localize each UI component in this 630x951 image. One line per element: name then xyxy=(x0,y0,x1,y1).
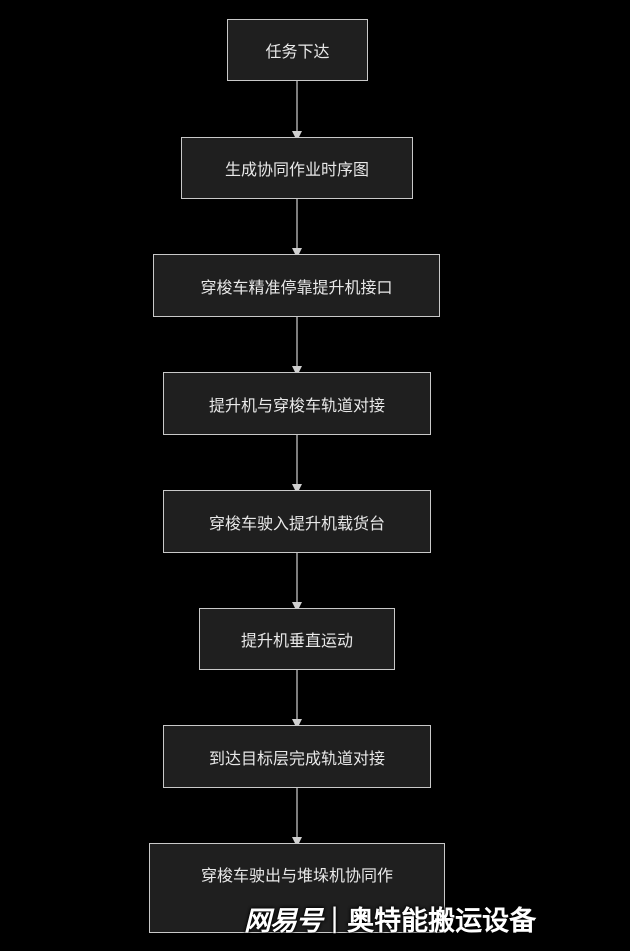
step-label: 提升机垂直运动 xyxy=(240,631,353,650)
step-vertical-motion: 提升机垂直运动 xyxy=(199,608,395,670)
step-label: 提升机与穿梭车轨道对接 xyxy=(208,395,385,415)
watermark-brand: 网易号 xyxy=(244,905,323,937)
step-shuttle-exit-cooperate: 穿梭车驶出与堆垛机协同作 xyxy=(149,843,445,933)
step-shuttle-enter-platform: 穿梭车驶入提升机载货台 xyxy=(163,490,431,553)
step-label: 任务下达 xyxy=(265,42,330,61)
step-label: 生成协同作业时序图 xyxy=(224,160,369,179)
step-task-issued: 任务下达 xyxy=(227,19,368,81)
step-label: 穿梭车精准停靠提升机接口 xyxy=(200,277,393,297)
watermark-separator: | xyxy=(330,902,340,934)
step-target-level-docking: 到达目标层完成轨道对接 xyxy=(163,725,431,788)
watermark: 网易号 | 奥特能搬运设备 xyxy=(244,894,624,942)
step-generate-timing-diagram: 生成协同作业时序图 xyxy=(181,137,413,199)
step-label: 穿梭车驶入提升机载货台 xyxy=(208,513,385,533)
watermark-account: 奥特能搬运设备 xyxy=(347,905,537,937)
step-rail-alignment: 提升机与穿梭车轨道对接 xyxy=(163,372,431,435)
step-shuttle-docking: 穿梭车精准停靠提升机接口 xyxy=(153,254,440,317)
step-label: 到达目标层完成轨道对接 xyxy=(208,748,385,768)
step-label: 穿梭车驶出与堆垛机协同作 xyxy=(200,866,393,885)
